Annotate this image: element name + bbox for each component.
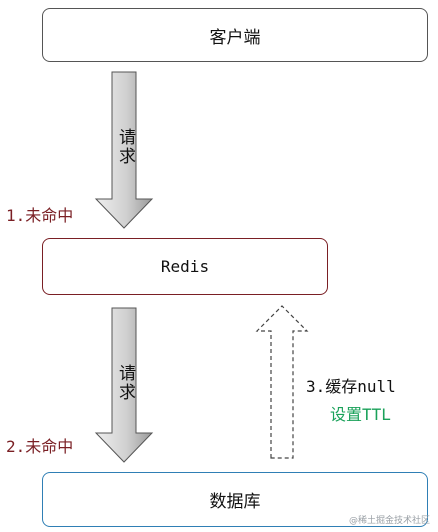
watermark: @稀土掘金技术社区	[348, 516, 430, 526]
cache-null-note: 3.缓存null	[306, 377, 396, 396]
set-ttl-note: 设置TTL	[330, 405, 391, 424]
request-arrow-2	[94, 307, 154, 463]
request-label-1: 请求	[115, 128, 135, 166]
database-label: 数据库	[209, 492, 261, 512]
request-label-2: 请求	[115, 364, 135, 402]
redis-label: Redis	[160, 257, 210, 276]
client-node: 客户端	[42, 8, 428, 62]
cache-miss-note-1: 1.未命中	[6, 206, 74, 225]
client-label: 客户端	[209, 27, 261, 48]
database-node: 数据库	[42, 472, 428, 527]
cache-miss-note-2: 2.未命中	[6, 437, 74, 456]
redis-node: Redis	[42, 238, 328, 295]
request-arrow-1	[94, 71, 154, 229]
cache-null-return-arrow	[255, 305, 309, 459]
